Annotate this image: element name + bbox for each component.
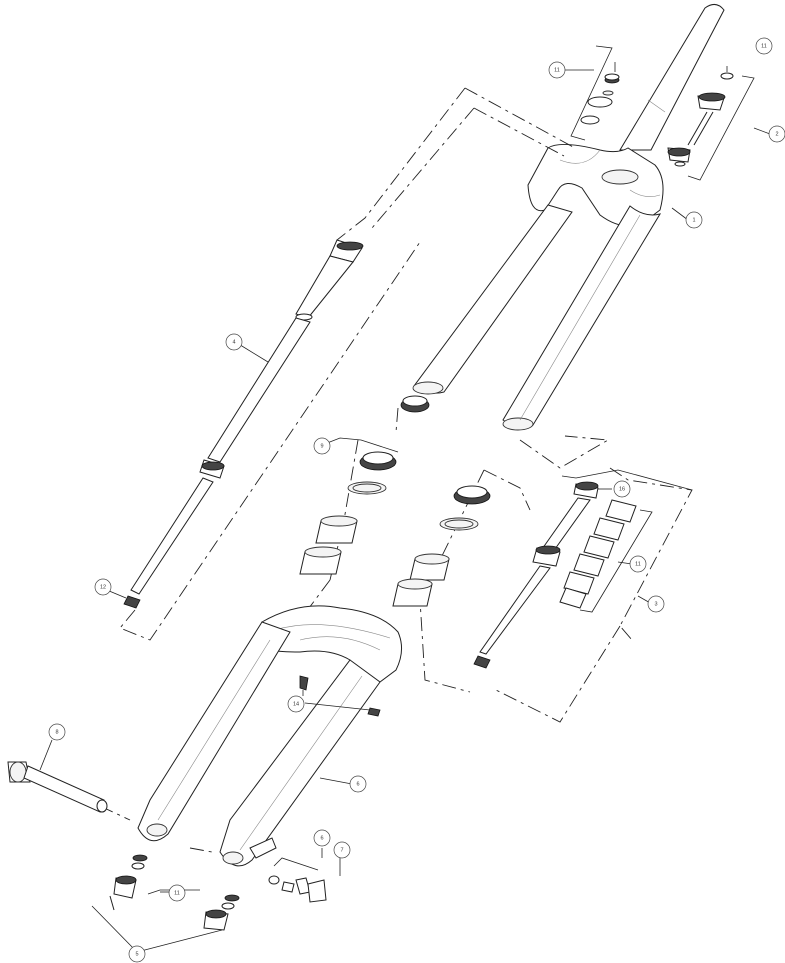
callout-lowers: 6 (349, 775, 367, 793)
lower-leg-left (137, 621, 291, 842)
callout-axle: 8 (48, 723, 66, 741)
svg-text:7: 7 (340, 847, 343, 853)
callout-air-spring-bottom: 12 (94, 578, 112, 596)
steerer-tube (619, 4, 725, 151)
svg-text:12: 12 (100, 584, 106, 590)
callout-damper: 3 (647, 595, 665, 613)
bottom-hardware-right (91, 889, 240, 953)
bottom-hardware-axle-nut (268, 848, 341, 903)
damper-assembly (473, 469, 693, 669)
bottom-hardware-left (109, 854, 148, 911)
callout-foot-bolts: 5 (128, 945, 146, 963)
svg-text:11: 11 (174, 890, 180, 896)
svg-text:16: 16 (619, 486, 625, 492)
svg-text:1: 1 (692, 217, 695, 223)
air-spring-assembly (123, 239, 364, 609)
callout-crown: 1 (685, 211, 703, 229)
top-cap-parts-right (667, 66, 755, 181)
callout-bottom-nut-b: 7 (333, 841, 351, 859)
callout-steerer-assembly: 2 (768, 125, 785, 143)
svg-text:6: 6 (320, 835, 323, 841)
seal-kit-right (392, 485, 491, 607)
callout-top-left: 11 (548, 61, 566, 79)
small-screws (299, 675, 381, 717)
svg-text:11: 11 (761, 43, 767, 49)
callout-foot-nut: 11 (168, 884, 186, 902)
svg-text:5: 5 (135, 951, 138, 957)
callout-damper-shims: 11 (629, 555, 647, 573)
fork-lowers (137, 605, 402, 867)
svg-text:2: 2 (775, 131, 778, 137)
callout-bottom-nut-a: 6 (313, 829, 331, 847)
callout-damper-top: 16 (613, 480, 631, 498)
lower-leg-right (219, 659, 381, 867)
callout-seal-set: 9 (313, 437, 331, 455)
lower-arch (261, 605, 402, 683)
svg-text:9: 9 (320, 443, 323, 449)
shim-stack (559, 499, 637, 609)
callout-air-spring: 4 (225, 333, 243, 351)
svg-text:14: 14 (293, 701, 299, 707)
air-spring-shaft (207, 317, 311, 463)
svg-text:8: 8 (55, 729, 58, 735)
svg-text:6: 6 (356, 781, 359, 787)
crown-steerer-assembly (412, 4, 725, 431)
svg-text:3: 3 (654, 601, 657, 607)
callout-screw: 14 (287, 695, 305, 713)
callout-top-right-small: 11 (755, 37, 773, 55)
svg-text:11: 11 (554, 67, 560, 73)
svg-text:4: 4 (232, 339, 235, 345)
svg-text:11: 11 (635, 561, 641, 567)
axle (7, 739, 108, 813)
seal-kit-left (299, 395, 430, 575)
top-cap-parts-left (570, 45, 620, 141)
